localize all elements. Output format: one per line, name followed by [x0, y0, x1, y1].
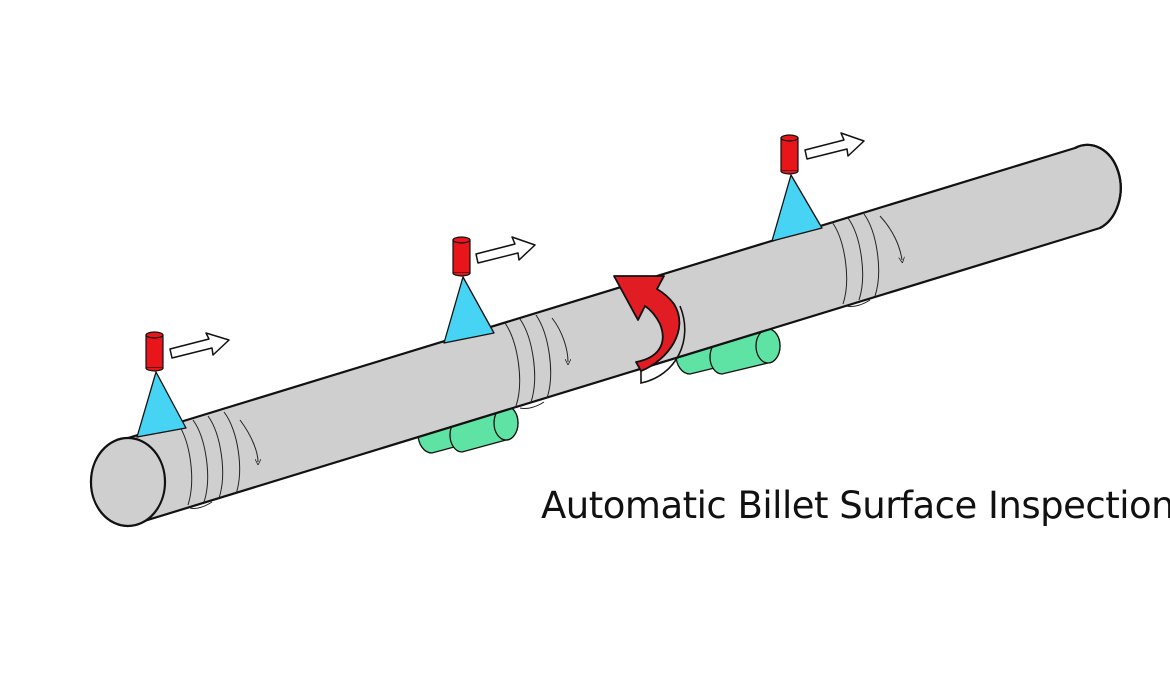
sensor-3	[771, 132, 865, 242]
diagram-caption: Automatic Billet Surface Inspection	[541, 484, 1170, 527]
sensor-cone-icon	[136, 371, 187, 438]
sensor-cone-icon	[443, 276, 495, 344]
right-arrow-icon	[169, 332, 230, 359]
sensor-head-icon	[145, 331, 164, 372]
sensor-2	[443, 236, 536, 344]
sensor-1	[136, 331, 230, 438]
right-arrow-icon	[475, 236, 536, 264]
curved-rotation-arrow-icon	[613, 275, 686, 384]
billet-end-face	[89, 436, 167, 528]
helical-scan-middle	[504, 314, 568, 409]
sensor-head-icon	[452, 236, 471, 277]
helical-scan-right	[831, 213, 902, 307]
right-arrow-icon	[804, 132, 865, 160]
billet-cylinder	[89, 143, 1122, 528]
sensor-cone-icon	[771, 174, 823, 242]
sensor-head-icon	[780, 134, 799, 175]
